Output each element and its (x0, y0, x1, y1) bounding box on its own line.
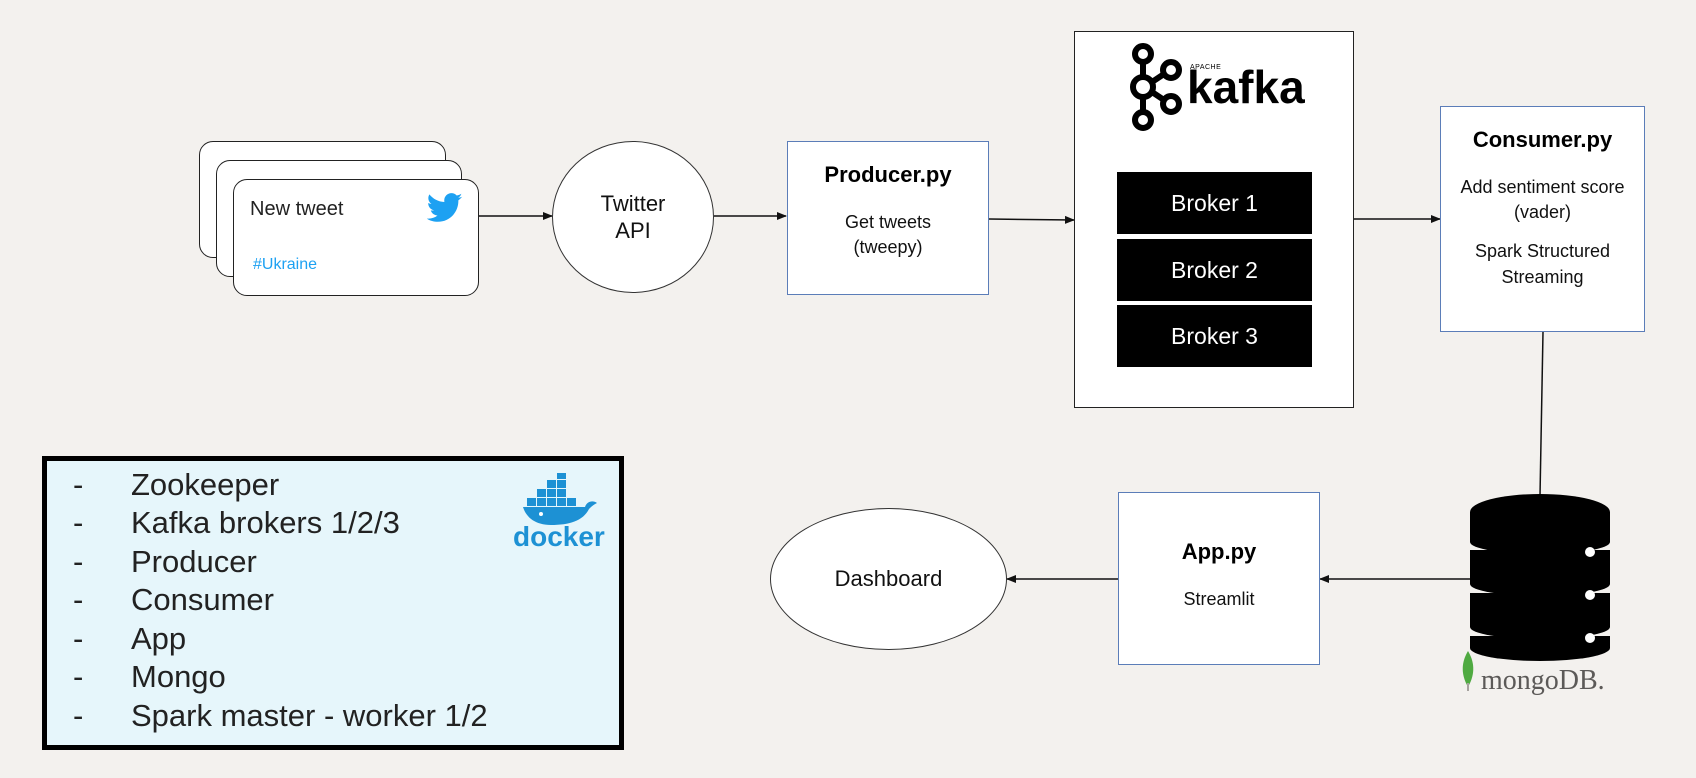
app-box: App.py Streamlit (1118, 492, 1320, 665)
docker-whale-icon (523, 473, 597, 525)
database-icon (1470, 494, 1610, 661)
mongo-leaf-icon (1462, 651, 1474, 691)
legend-item-label: Zookeeper (131, 467, 280, 502)
broker-2: Broker 2 (1117, 239, 1312, 301)
mongodb-logo-text: mongoDB. (1481, 665, 1605, 696)
legend-item: -Spark master - worker 1/2 (73, 698, 488, 733)
legend-item: -Kafka brokers 1/2/3 (73, 505, 400, 540)
tweet-header: New tweet (250, 198, 344, 220)
legend-item-label: Producer (131, 544, 257, 579)
consumer-line4: Streaming (1501, 266, 1584, 287)
legend-item-label: Kafka brokers 1/2/3 (131, 505, 400, 540)
legend-item-label: App (131, 621, 187, 656)
broker-1: Broker 1 (1117, 172, 1312, 234)
line-consumer-to-mongo (1539, 331, 1544, 497)
producer-box: Producer.py Get tweets (tweepy) (787, 141, 989, 295)
legend-item: -Zookeeper (73, 467, 280, 502)
producer-line2: (tweepy) (853, 237, 923, 258)
consumer-line3: Spark Structured (1474, 241, 1611, 262)
app-line1: Streamlit (1183, 589, 1255, 609)
broker-3: Broker 3 (1117, 305, 1312, 367)
consumer-line1: Add sentiment score (1460, 177, 1625, 197)
kafka-logo-word: kafka (1187, 61, 1305, 113)
docker-services-legend: -Zookeeper -Kafka brokers 1/2/3 -Produce… (42, 456, 624, 750)
legend-item: -App (73, 621, 187, 656)
producer-title: Producer.py (824, 162, 952, 187)
legend-item: -Producer (73, 544, 257, 579)
app-title: App.py (1181, 539, 1257, 564)
twitter-api-node: Twitter API (552, 141, 714, 293)
consumer-title: Consumer.py (1472, 127, 1613, 152)
consumer-line2: (vader) (1513, 202, 1571, 223)
dashboard-label: Dashboard (834, 566, 943, 592)
legend-item: -Consumer (73, 582, 274, 617)
twitter-api-line1: Twitter (600, 190, 666, 216)
tweet-hashtag: #Ukraine (253, 256, 318, 273)
kafka-cluster: APACHE kafka Broker 1 Broker 2 Broker 3 (1074, 31, 1354, 408)
twitter-bird-icon (427, 193, 463, 222)
docker-logo-text: docker (513, 521, 605, 552)
kafka-logo-icon (1130, 43, 1182, 131)
legend-item-label: Spark master - worker 1/2 (131, 698, 488, 733)
tweet-card-front: New tweet #Ukraine (233, 179, 479, 296)
twitter-api-line2: API (615, 218, 651, 243)
consumer-box: Consumer.py Add sentiment score (vader) … (1440, 106, 1645, 332)
producer-line1: Get tweets (844, 212, 932, 232)
legend-item-label: Consumer (131, 582, 274, 617)
kafka-logo-small: APACHE (1190, 64, 1222, 71)
dashboard-node: Dashboard (770, 508, 1007, 650)
legend-item: -Mongo (73, 659, 226, 694)
arrow-producer-to-kafka (988, 215, 1075, 224)
legend-item-label: Mongo (131, 659, 226, 694)
